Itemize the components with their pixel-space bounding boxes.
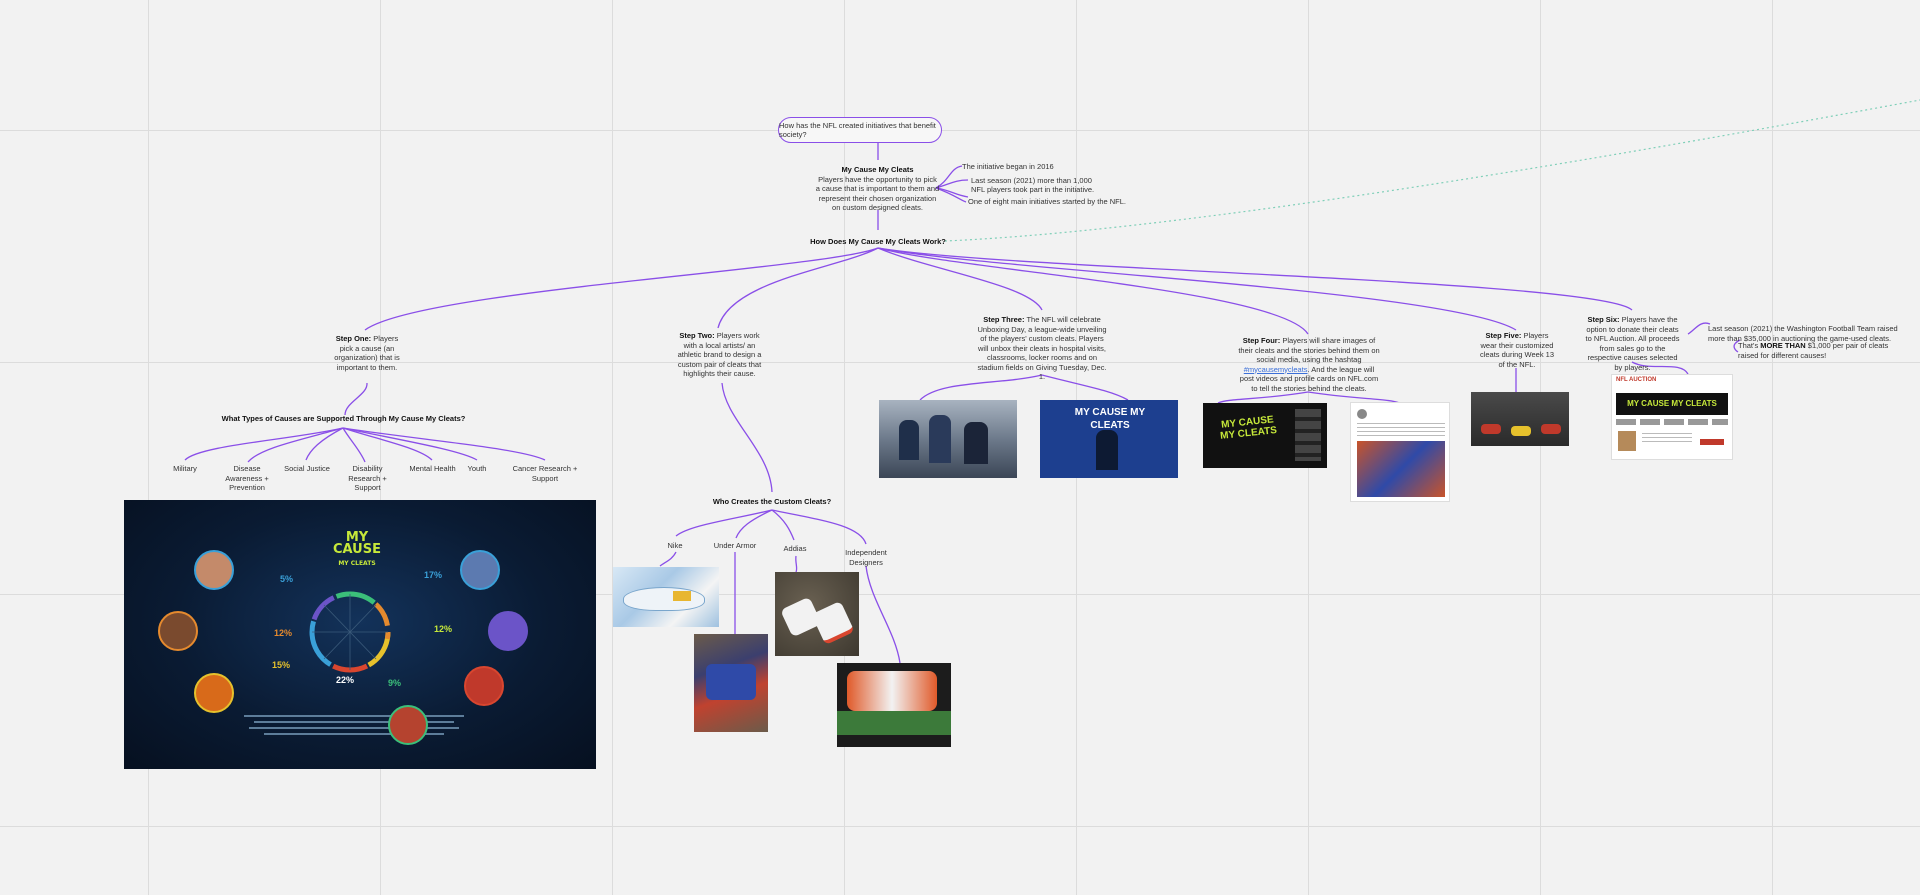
player-photo-6 bbox=[464, 666, 504, 706]
fact-players[interactable]: NFL players took part in the initiative. bbox=[971, 185, 1095, 194]
auction-item-text bbox=[1642, 433, 1692, 445]
stage-banner-text: MY CAUSE MY CLEATS bbox=[1074, 407, 1146, 431]
person-3 bbox=[964, 422, 988, 464]
game-cleats-image[interactable] bbox=[1471, 392, 1569, 446]
fact-eight-initiatives[interactable]: One of eight main initiatives started by… bbox=[968, 197, 1126, 206]
tweet-screenshot-image[interactable] bbox=[1350, 402, 1450, 502]
cleat-red-2 bbox=[1541, 424, 1561, 434]
person-2 bbox=[929, 415, 951, 463]
auction-item-thumb bbox=[1618, 431, 1636, 451]
my-cause-title: My Cause My Cleats bbox=[841, 165, 914, 174]
step-six-note-per-pair[interactable]: That's MORE THAN $1,000 per pair of clea… bbox=[1738, 341, 1889, 360]
creator-addias[interactable]: Addias bbox=[783, 544, 807, 553]
step-five-text: Players wear their customized cleats dur… bbox=[1479, 331, 1555, 369]
player-photo-2 bbox=[158, 611, 198, 651]
nike-cleat-shape bbox=[623, 587, 705, 611]
step-four-label: Step Four: bbox=[1242, 336, 1281, 345]
pct-4: 12% bbox=[434, 624, 453, 634]
fact-last-season[interactable]: Last season (2021) more than 1,000 bbox=[971, 176, 1092, 185]
step-six-node[interactable]: Step Six: Players have the option to don… bbox=[1585, 315, 1680, 372]
unboxing-locker-room-image[interactable] bbox=[879, 400, 1017, 478]
independent-designer-cleat-image[interactable] bbox=[837, 663, 951, 747]
step-six-text: Players have the option to donate their … bbox=[1585, 315, 1680, 372]
nike-cleat-detail bbox=[673, 591, 691, 601]
adidas-cleat-image[interactable] bbox=[775, 572, 859, 656]
auction-heading-line bbox=[1616, 419, 1728, 425]
step-three-node[interactable]: Step Three: The NFL will celebrate Unbox… bbox=[976, 315, 1108, 382]
social-logo-text: MY CAUSE MY CLEATS bbox=[1219, 414, 1278, 442]
how-it-works-title[interactable]: How Does My Cause My Cleats Work? bbox=[810, 237, 946, 246]
nfl-auction-screenshot-image[interactable]: NFL AUCTION MY CAUSE MY CLEATS bbox=[1611, 374, 1733, 460]
cause-social-justice[interactable]: Social Justice bbox=[284, 464, 330, 473]
cause-cancer-research[interactable]: Cancer Research + Support bbox=[512, 464, 578, 483]
social-media-screenshot-image[interactable]: MY CAUSE MY CLEATS bbox=[1203, 403, 1327, 468]
creators-title[interactable]: Who Creates the Custom Cleats? bbox=[712, 497, 832, 506]
custom-cleat-shape bbox=[847, 671, 937, 711]
root-question-node[interactable]: How has the NFL created initiatives that… bbox=[778, 117, 942, 143]
creator-under-armor[interactable]: Under Armor bbox=[713, 541, 757, 550]
step-one-label: Step One: bbox=[335, 334, 372, 343]
tweet-avatar bbox=[1357, 409, 1367, 419]
pct-1: 5% bbox=[280, 574, 294, 584]
step-one-text: Players pick a cause (an organization) t… bbox=[334, 334, 400, 372]
root-question-text: How has the NFL created initiatives that… bbox=[779, 121, 936, 139]
cause-disability-research[interactable]: Disability Research + Support bbox=[348, 464, 387, 492]
player-photo-3 bbox=[194, 673, 234, 713]
step-six-note-raised[interactable]: Last season (2021) the Washington Footba… bbox=[1708, 324, 1898, 343]
step-five-label: Step Five: bbox=[1485, 331, 1522, 340]
pct-7: 9% bbox=[388, 678, 402, 688]
hashtag-link[interactable]: #mycausemycleats bbox=[1243, 364, 1308, 374]
creator-independent[interactable]: Independent Designers bbox=[845, 548, 887, 567]
tweet-photo bbox=[1357, 441, 1445, 497]
player-photo-4 bbox=[460, 550, 500, 590]
auction-bid-button bbox=[1700, 439, 1724, 445]
step-five-node[interactable]: Step Five: Players wear their customized… bbox=[1478, 331, 1556, 369]
player-photo-7 bbox=[388, 705, 428, 745]
pct-6: 22% bbox=[336, 675, 355, 685]
pct-3: 12% bbox=[274, 628, 293, 638]
step-three-text: The NFL will celebrate Unboxing Day, a l… bbox=[977, 315, 1107, 381]
auction-logo: NFL AUCTION bbox=[1616, 377, 1657, 383]
step-two-node[interactable]: Step Two: Players work with a local arti… bbox=[673, 331, 766, 379]
cleat-red-1 bbox=[1481, 424, 1501, 434]
step-four-text-a: Players will share images of their cleat… bbox=[1238, 336, 1380, 364]
adidas-cleat-right bbox=[811, 600, 855, 646]
auction-banner: MY CAUSE MY CLEATS bbox=[1616, 393, 1728, 415]
pct-5: 15% bbox=[272, 660, 291, 670]
person-1 bbox=[899, 420, 919, 460]
fact-began[interactable]: The initiative began in 2016 bbox=[962, 162, 1054, 171]
social-sidebar bbox=[1295, 409, 1321, 461]
tweet-text-lines bbox=[1357, 423, 1445, 437]
cleat-yellow bbox=[1511, 426, 1531, 436]
cause-mental-health[interactable]: Mental Health bbox=[409, 464, 456, 473]
step-four-text-b: . And the league will post videos and pr… bbox=[1239, 364, 1379, 393]
ua-cleat-shape bbox=[706, 664, 756, 700]
turf-strip bbox=[837, 711, 951, 735]
my-cause-body: Players have the opportunity to pick a c… bbox=[815, 174, 940, 213]
step-one-node[interactable]: Step One: Players pick a cause (an organ… bbox=[334, 334, 400, 372]
step-six-label: Step Six: bbox=[1587, 315, 1620, 324]
causes-title[interactable]: What Types of Causes are Supported Throu… bbox=[221, 414, 466, 423]
step-two-text: Players work with a local artists/ an at… bbox=[677, 331, 762, 378]
cause-military[interactable]: Military bbox=[173, 464, 197, 473]
unboxing-stage-image[interactable]: MY CAUSE MY CLEATS bbox=[1040, 400, 1178, 478]
infographic-graphic bbox=[244, 591, 464, 735]
step-three-label: Step Three: bbox=[983, 315, 1025, 324]
under-armor-cleat-image[interactable] bbox=[694, 634, 768, 732]
step-two-label: Step Two: bbox=[679, 331, 715, 340]
pct-2: 17% bbox=[424, 570, 443, 580]
player-photo-5 bbox=[488, 611, 528, 651]
stage-player bbox=[1096, 430, 1118, 470]
cause-youth[interactable]: Youth bbox=[467, 464, 487, 473]
step-four-node[interactable]: Step Four: Players will share images of … bbox=[1238, 336, 1380, 393]
nike-cleat-image[interactable] bbox=[613, 567, 719, 627]
cause-disease-awareness[interactable]: Disease Awareness + Prevention bbox=[225, 464, 269, 492]
creator-nike[interactable]: Nike bbox=[667, 541, 683, 550]
player-photo-1 bbox=[194, 550, 234, 590]
my-cause-node[interactable]: My Cause My Cleats Players have the oppo… bbox=[815, 165, 940, 213]
